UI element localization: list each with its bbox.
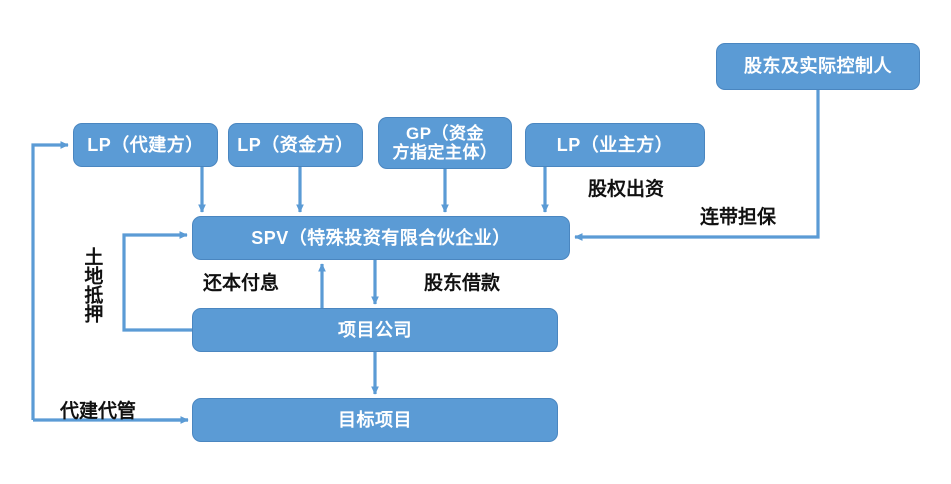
edge-entrusted-construction-to-lp-developer [31, 141, 69, 420]
node-target-project-label: 目标项目 [338, 409, 412, 430]
node-spv-label: SPV（特殊投资有限合伙企业） [251, 227, 511, 248]
edge-label-land-mortgage: 土地抵押 [81, 247, 104, 323]
node-project-company[interactable]: 项目公司 [192, 308, 558, 352]
edge-project-company-land-mortgage-to-spv [122, 231, 192, 332]
node-lp-developer[interactable]: LP（代建方） [73, 123, 218, 167]
edge-label-joint-guarantee: 连带担保 [700, 206, 777, 228]
node-gp-label-line1: GP（资金 [405, 123, 485, 143]
node-spv[interactable]: SPV（特殊投资有限合伙企业） [192, 216, 570, 260]
node-lp-owner[interactable]: LP（业主方） [525, 123, 705, 167]
node-target-project[interactable]: 目标项目 [192, 398, 558, 442]
node-gp[interactable]: GP（资金 方指定主体） [378, 117, 512, 169]
edge-label-repay-principal-interest: 还本付息 [203, 272, 280, 294]
node-lp-developer-label: LP（代建方） [87, 134, 204, 155]
node-shareholder-and-actual-controller[interactable]: 股东及实际控制人 [716, 43, 920, 90]
node-gp-label-line2: 方指定主体） [392, 143, 498, 162]
edge-label-equity-contribution: 股权出资 [588, 178, 665, 200]
node-gp-label: GP（资金 方指定主体） [393, 124, 498, 162]
node-shareholder-label: 股东及实际控制人 [744, 56, 892, 77]
edge-label-entrusted-construction: 代建代管 [60, 400, 137, 422]
node-project-company-label: 项目公司 [338, 319, 412, 340]
node-lp-funder[interactable]: LP（资金方） [228, 123, 363, 167]
node-lp-owner-label: LP（业主方） [556, 134, 674, 155]
edge-label-shareholder-loan: 股东借款 [424, 272, 501, 294]
node-lp-funder-label: LP（资金方） [237, 134, 354, 155]
